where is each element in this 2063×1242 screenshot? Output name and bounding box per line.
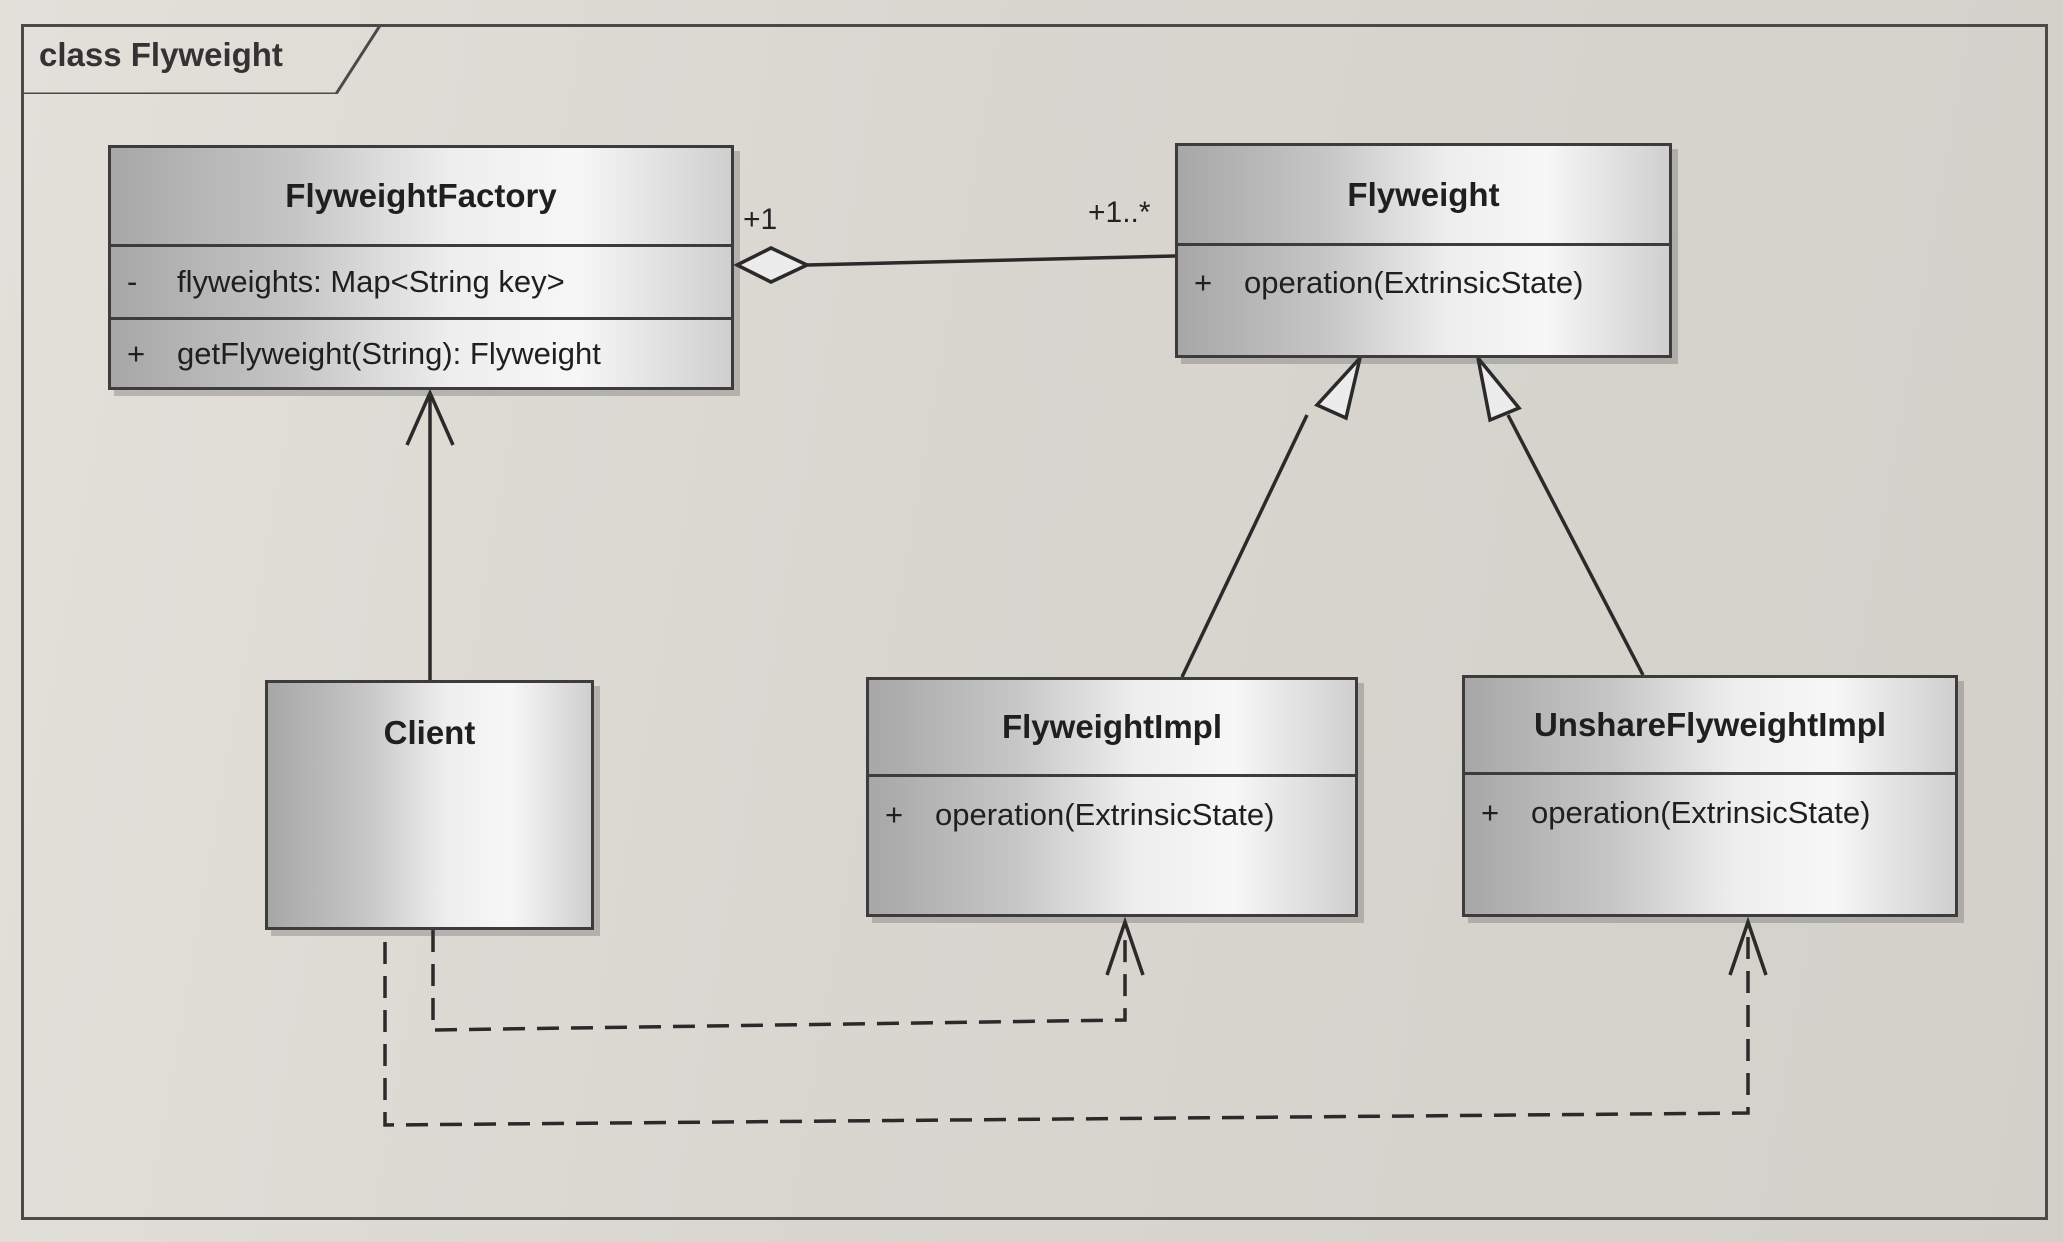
frame-title-tab: class Flyweight (21, 24, 381, 94)
class-flyweight[interactable]: Flyweight + operation(ExtrinsicState) (1175, 143, 1672, 358)
visibility-marker: - (127, 264, 138, 299)
operation-text: operation(ExtrinsicState) (1244, 264, 1584, 300)
operation-text: operation(ExtrinsicState) (935, 797, 1275, 832)
visibility-marker: + (885, 797, 904, 832)
frame-title: class Flyweight (39, 36, 283, 73)
class-name: Client (383, 714, 476, 751)
attribute-row: - flyweights: Map<String key> (111, 244, 731, 317)
class-name: UnshareFlyweightImpl (1533, 706, 1887, 743)
diagram-frame (21, 24, 2048, 1220)
visibility-marker: + (1481, 795, 1500, 830)
operation-row: + operation(ExtrinsicState) (1178, 243, 1669, 355)
generalization-line-impl (1180, 414, 1309, 678)
visibility-marker: + (1194, 264, 1213, 300)
association-arrowhead (405, 388, 455, 446)
visibility-marker: + (127, 335, 146, 371)
class-name: FlyweightImpl (1001, 708, 1222, 745)
class-name: FlyweightFactory (285, 177, 557, 214)
operation-row: + getFlyweight(String): Flyweight (111, 317, 731, 387)
dependency-line-impl (431, 922, 1127, 1032)
class-name: Flyweight (1347, 176, 1500, 213)
aggregation-diamond (733, 246, 812, 284)
aggregation-line (806, 254, 1176, 267)
source-multiplicity: +1 (743, 203, 778, 236)
operation-row: + operation(ExtrinsicState) (1465, 772, 1955, 914)
class-flyweight-factory[interactable]: FlyweightFactory - flyweights: Map<Strin… (108, 145, 734, 390)
dependency-line-unshare (383, 922, 1750, 1127)
dependency-arrowhead-impl (1105, 916, 1145, 976)
generalization-line-unshare (1506, 414, 1645, 676)
target-multiplicity: +1..* (1088, 196, 1151, 229)
class-unshare-flyweight-impl[interactable]: UnshareFlyweightImpl + operation(Extrins… (1462, 675, 1958, 917)
generalization-arrowhead-unshare (1476, 356, 1522, 423)
generalization-arrowhead-impl (1314, 351, 1364, 421)
attribute-text: flyweights: Map<String key> (177, 264, 565, 299)
operation-text: operation(ExtrinsicState) (1531, 795, 1871, 830)
dependency-arrowhead-unshare (1728, 916, 1768, 976)
operation-row: + operation(ExtrinsicState) (869, 774, 1355, 914)
class-client[interactable]: Client (265, 680, 594, 930)
operation-text: getFlyweight(String): Flyweight (177, 335, 601, 371)
class-flyweight-impl[interactable]: FlyweightImpl + operation(ExtrinsicState… (866, 677, 1358, 917)
